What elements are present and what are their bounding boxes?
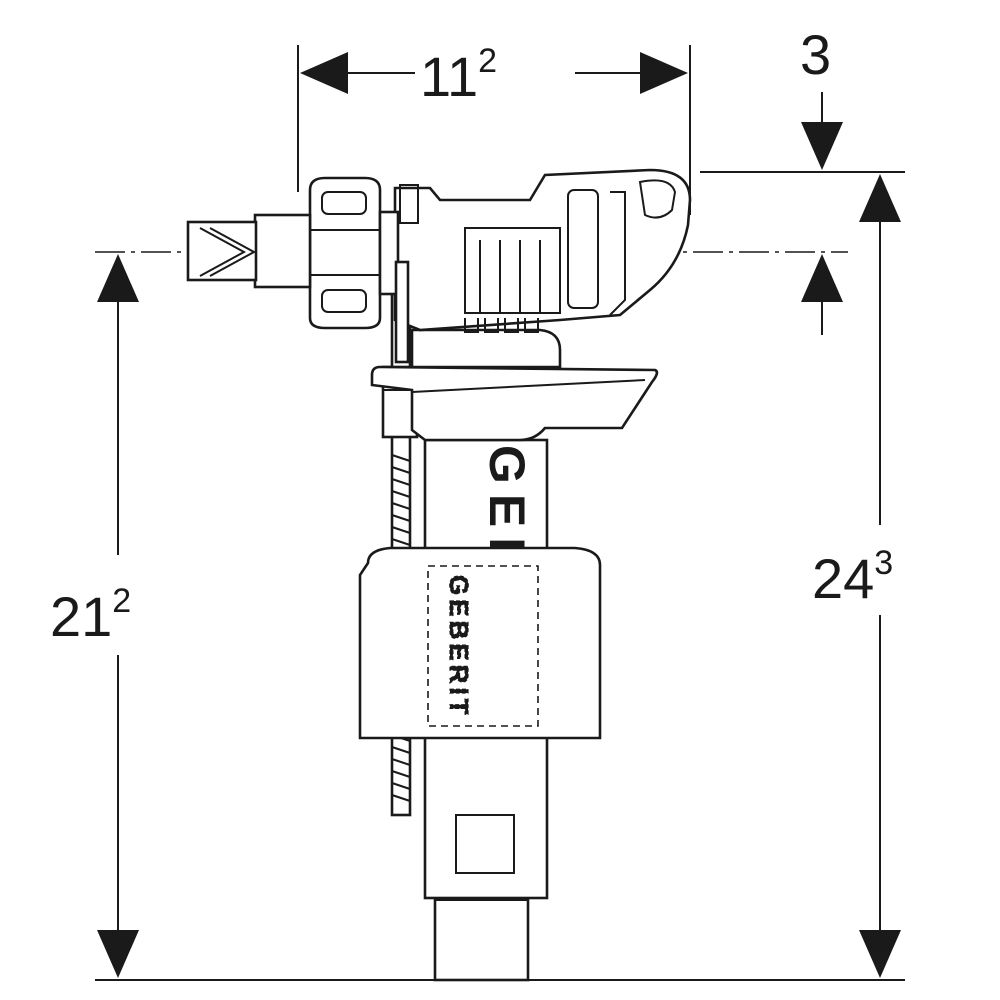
collar-rim bbox=[411, 379, 646, 393]
float-body bbox=[358, 546, 602, 740]
arrowhead-right bbox=[640, 52, 688, 94]
dimension-label-top-width: 112 bbox=[420, 42, 497, 108]
union-nut bbox=[308, 176, 382, 330]
fill-valve: GEBERIT GEBERIT bbox=[186, 168, 692, 982]
brand-logo-square bbox=[455, 814, 515, 874]
union-nut-notch-top bbox=[321, 191, 367, 215]
head-side-block bbox=[567, 189, 599, 309]
inlet-pipe bbox=[433, 893, 530, 982]
union-nut-body bbox=[308, 176, 382, 330]
head-pin bbox=[394, 260, 410, 364]
dimension-right-height: 243 bbox=[812, 174, 901, 978]
arrowhead-up bbox=[801, 254, 843, 302]
valve-body-neck bbox=[410, 328, 562, 369]
union-nut-notch-bottom bbox=[321, 289, 367, 313]
valve-head bbox=[393, 168, 692, 333]
float-brand-text: GEBERIT bbox=[444, 575, 474, 719]
dimension-label-right-height: 243 bbox=[812, 544, 893, 610]
arrowhead-down bbox=[801, 122, 843, 170]
head-teeth bbox=[464, 318, 539, 333]
inlet-thread-marks bbox=[199, 227, 257, 277]
dimension-left-height: 212 bbox=[50, 254, 139, 978]
nut-collar bbox=[378, 210, 400, 296]
dimension-top-offset: 3 bbox=[700, 23, 905, 335]
dimension-top-width: 112 bbox=[297, 42, 691, 215]
float: GEBERIT bbox=[358, 546, 602, 740]
dimension-label-left-height: 212 bbox=[50, 582, 131, 648]
head-small-clip bbox=[399, 184, 419, 224]
valve-head-housing bbox=[393, 168, 692, 332]
arrowhead-left bbox=[300, 52, 348, 94]
arrowhead-right-bottom bbox=[859, 930, 901, 978]
head-lever-block bbox=[464, 227, 561, 314]
inlet-connector-body bbox=[253, 213, 312, 289]
float-inner-outline bbox=[427, 565, 539, 727]
arrowhead-left-bottom bbox=[97, 930, 139, 978]
head-ribs bbox=[479, 240, 541, 312]
inlet-connector bbox=[186, 213, 312, 289]
arrowhead-left-top bbox=[97, 254, 139, 302]
head-cap bbox=[638, 179, 677, 219]
head-side-edge bbox=[609, 191, 626, 316]
dimension-label-top-offset: 3 bbox=[800, 23, 831, 86]
inlet-connector-thread bbox=[186, 220, 258, 282]
arrowhead-right-top bbox=[859, 174, 901, 222]
valve-collar bbox=[370, 365, 659, 442]
